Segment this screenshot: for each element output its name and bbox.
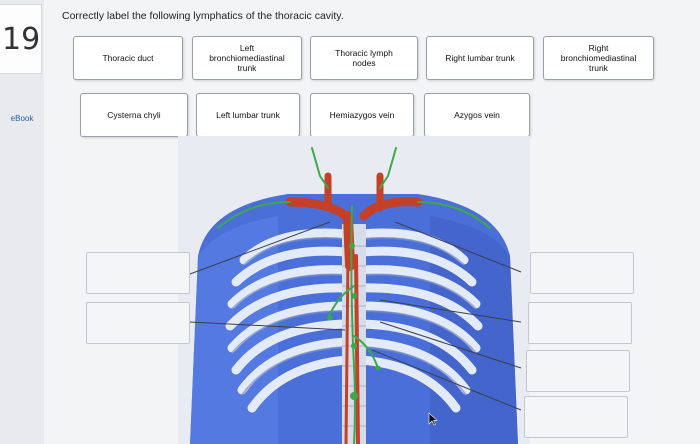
drop-target-right-2[interactable] bbox=[528, 302, 632, 344]
label-cysterna-chyli[interactable]: Cysterna chyli bbox=[80, 93, 188, 137]
label-right-bronchiomediastinal-trunk[interactable]: Right bronchiomediastinal trunk bbox=[543, 36, 654, 80]
label-thoracic-duct[interactable]: Thoracic duct bbox=[73, 36, 183, 80]
drop-target-right-3[interactable] bbox=[526, 350, 630, 392]
left-rail bbox=[0, 0, 44, 444]
question-prompt: Correctly label the following lymphatics… bbox=[62, 10, 344, 22]
question-number: 19 bbox=[0, 4, 42, 74]
thorax-illustration bbox=[178, 136, 530, 444]
drop-target-left-1[interactable] bbox=[86, 252, 190, 294]
drop-target-left-2[interactable] bbox=[86, 302, 190, 344]
drop-target-right-4[interactable] bbox=[524, 396, 628, 438]
label-left-lumbar-trunk[interactable]: Left lumbar trunk bbox=[196, 93, 300, 137]
label-hemiazygos-vein[interactable]: Hemiazygos vein bbox=[310, 93, 414, 137]
label-right-lumbar-trunk[interactable]: Right lumbar trunk bbox=[426, 36, 534, 80]
drop-target-right-1[interactable] bbox=[530, 252, 634, 294]
mouse-pointer-icon bbox=[428, 412, 438, 426]
label-left-bronchiomediastinal-trunk[interactable]: Left bronchiomediastinal trunk bbox=[192, 36, 302, 80]
label-azygos-vein[interactable]: Azygos vein bbox=[424, 93, 530, 137]
ebook-link[interactable]: eBook bbox=[10, 113, 34, 123]
label-thoracic-lymph-nodes[interactable]: Thoracic lymph nodes bbox=[310, 36, 418, 80]
